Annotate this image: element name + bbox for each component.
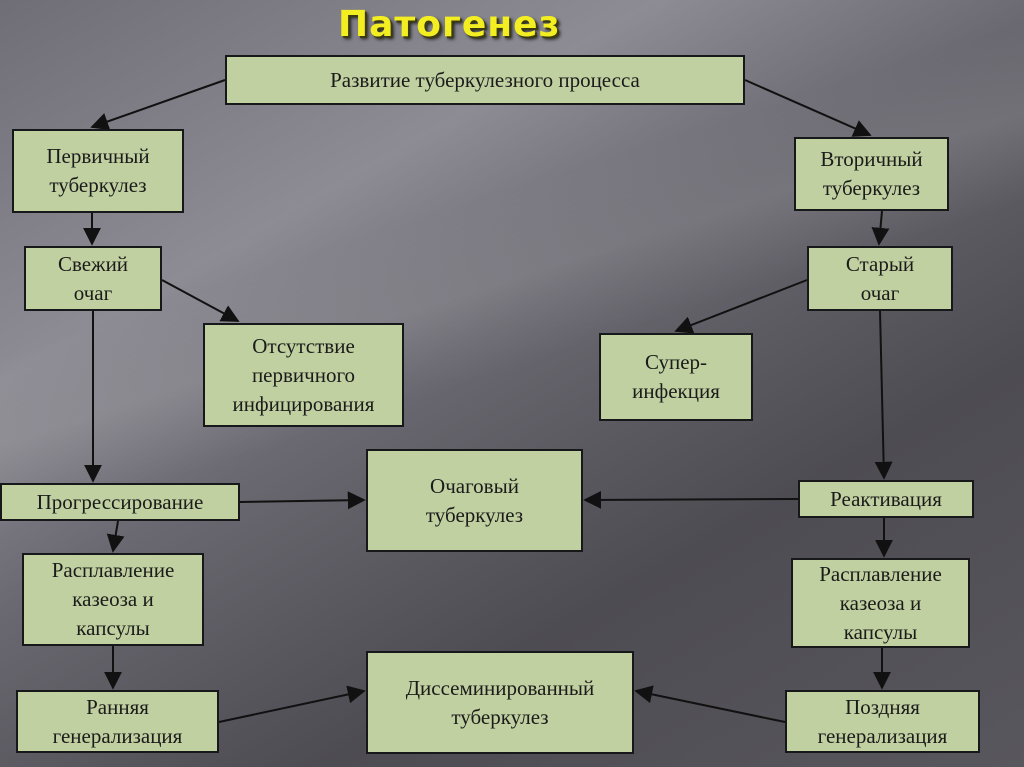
slide-title: Патогенез bbox=[338, 4, 561, 45]
node-late-generalization: Поздняя генерализация bbox=[785, 690, 980, 753]
arrow-late-to-dissem bbox=[634, 685, 786, 723]
arrow-early-to-dissem bbox=[218, 685, 366, 723]
node-caseous-melting-left: Расплавление казеоза и капсулы bbox=[22, 553, 204, 646]
arrow-old-to-reactivation bbox=[874, 310, 893, 480]
node-absence-primary-infection: Отсутствие первичного инфицирования bbox=[203, 323, 404, 427]
node-old-focus: Старый очаг bbox=[807, 246, 953, 311]
arrow-old-to-super bbox=[674, 279, 808, 334]
node-focal-tb: Очаговый туберкулез bbox=[366, 449, 583, 552]
arrow-secondary-to-old bbox=[871, 210, 890, 246]
node-progression: Прогрессирование bbox=[0, 483, 240, 521]
arrow-root-to-primary bbox=[90, 79, 226, 131]
node-early-generalization: Ранняя генерализация bbox=[16, 690, 219, 753]
node-primary-tb: Первичный туберкулез bbox=[12, 129, 184, 213]
node-secondary-tb: Вторичный туберкулез bbox=[794, 137, 949, 211]
node-superinfection: Супер- инфекция bbox=[599, 333, 753, 421]
node-caseous-melting-right: Расплавление казеоза и капсулы bbox=[791, 558, 970, 648]
arrow-reactivation-to-focal bbox=[583, 490, 799, 509]
node-reactivation: Реактивация bbox=[798, 480, 974, 518]
node-disseminated-tb: Диссеминированный туберкулез bbox=[366, 651, 634, 754]
arrow-fresh-to-absence bbox=[161, 279, 240, 322]
arrow-root-to-secondary bbox=[744, 79, 872, 137]
node-fresh-focus: Свежий очаг bbox=[24, 246, 162, 311]
arrow-progression-to-focal bbox=[239, 491, 366, 510]
arrow-progression-to-melting-left bbox=[106, 520, 125, 553]
node-tb-development: Развитие туберкулезного процесса bbox=[225, 55, 745, 105]
